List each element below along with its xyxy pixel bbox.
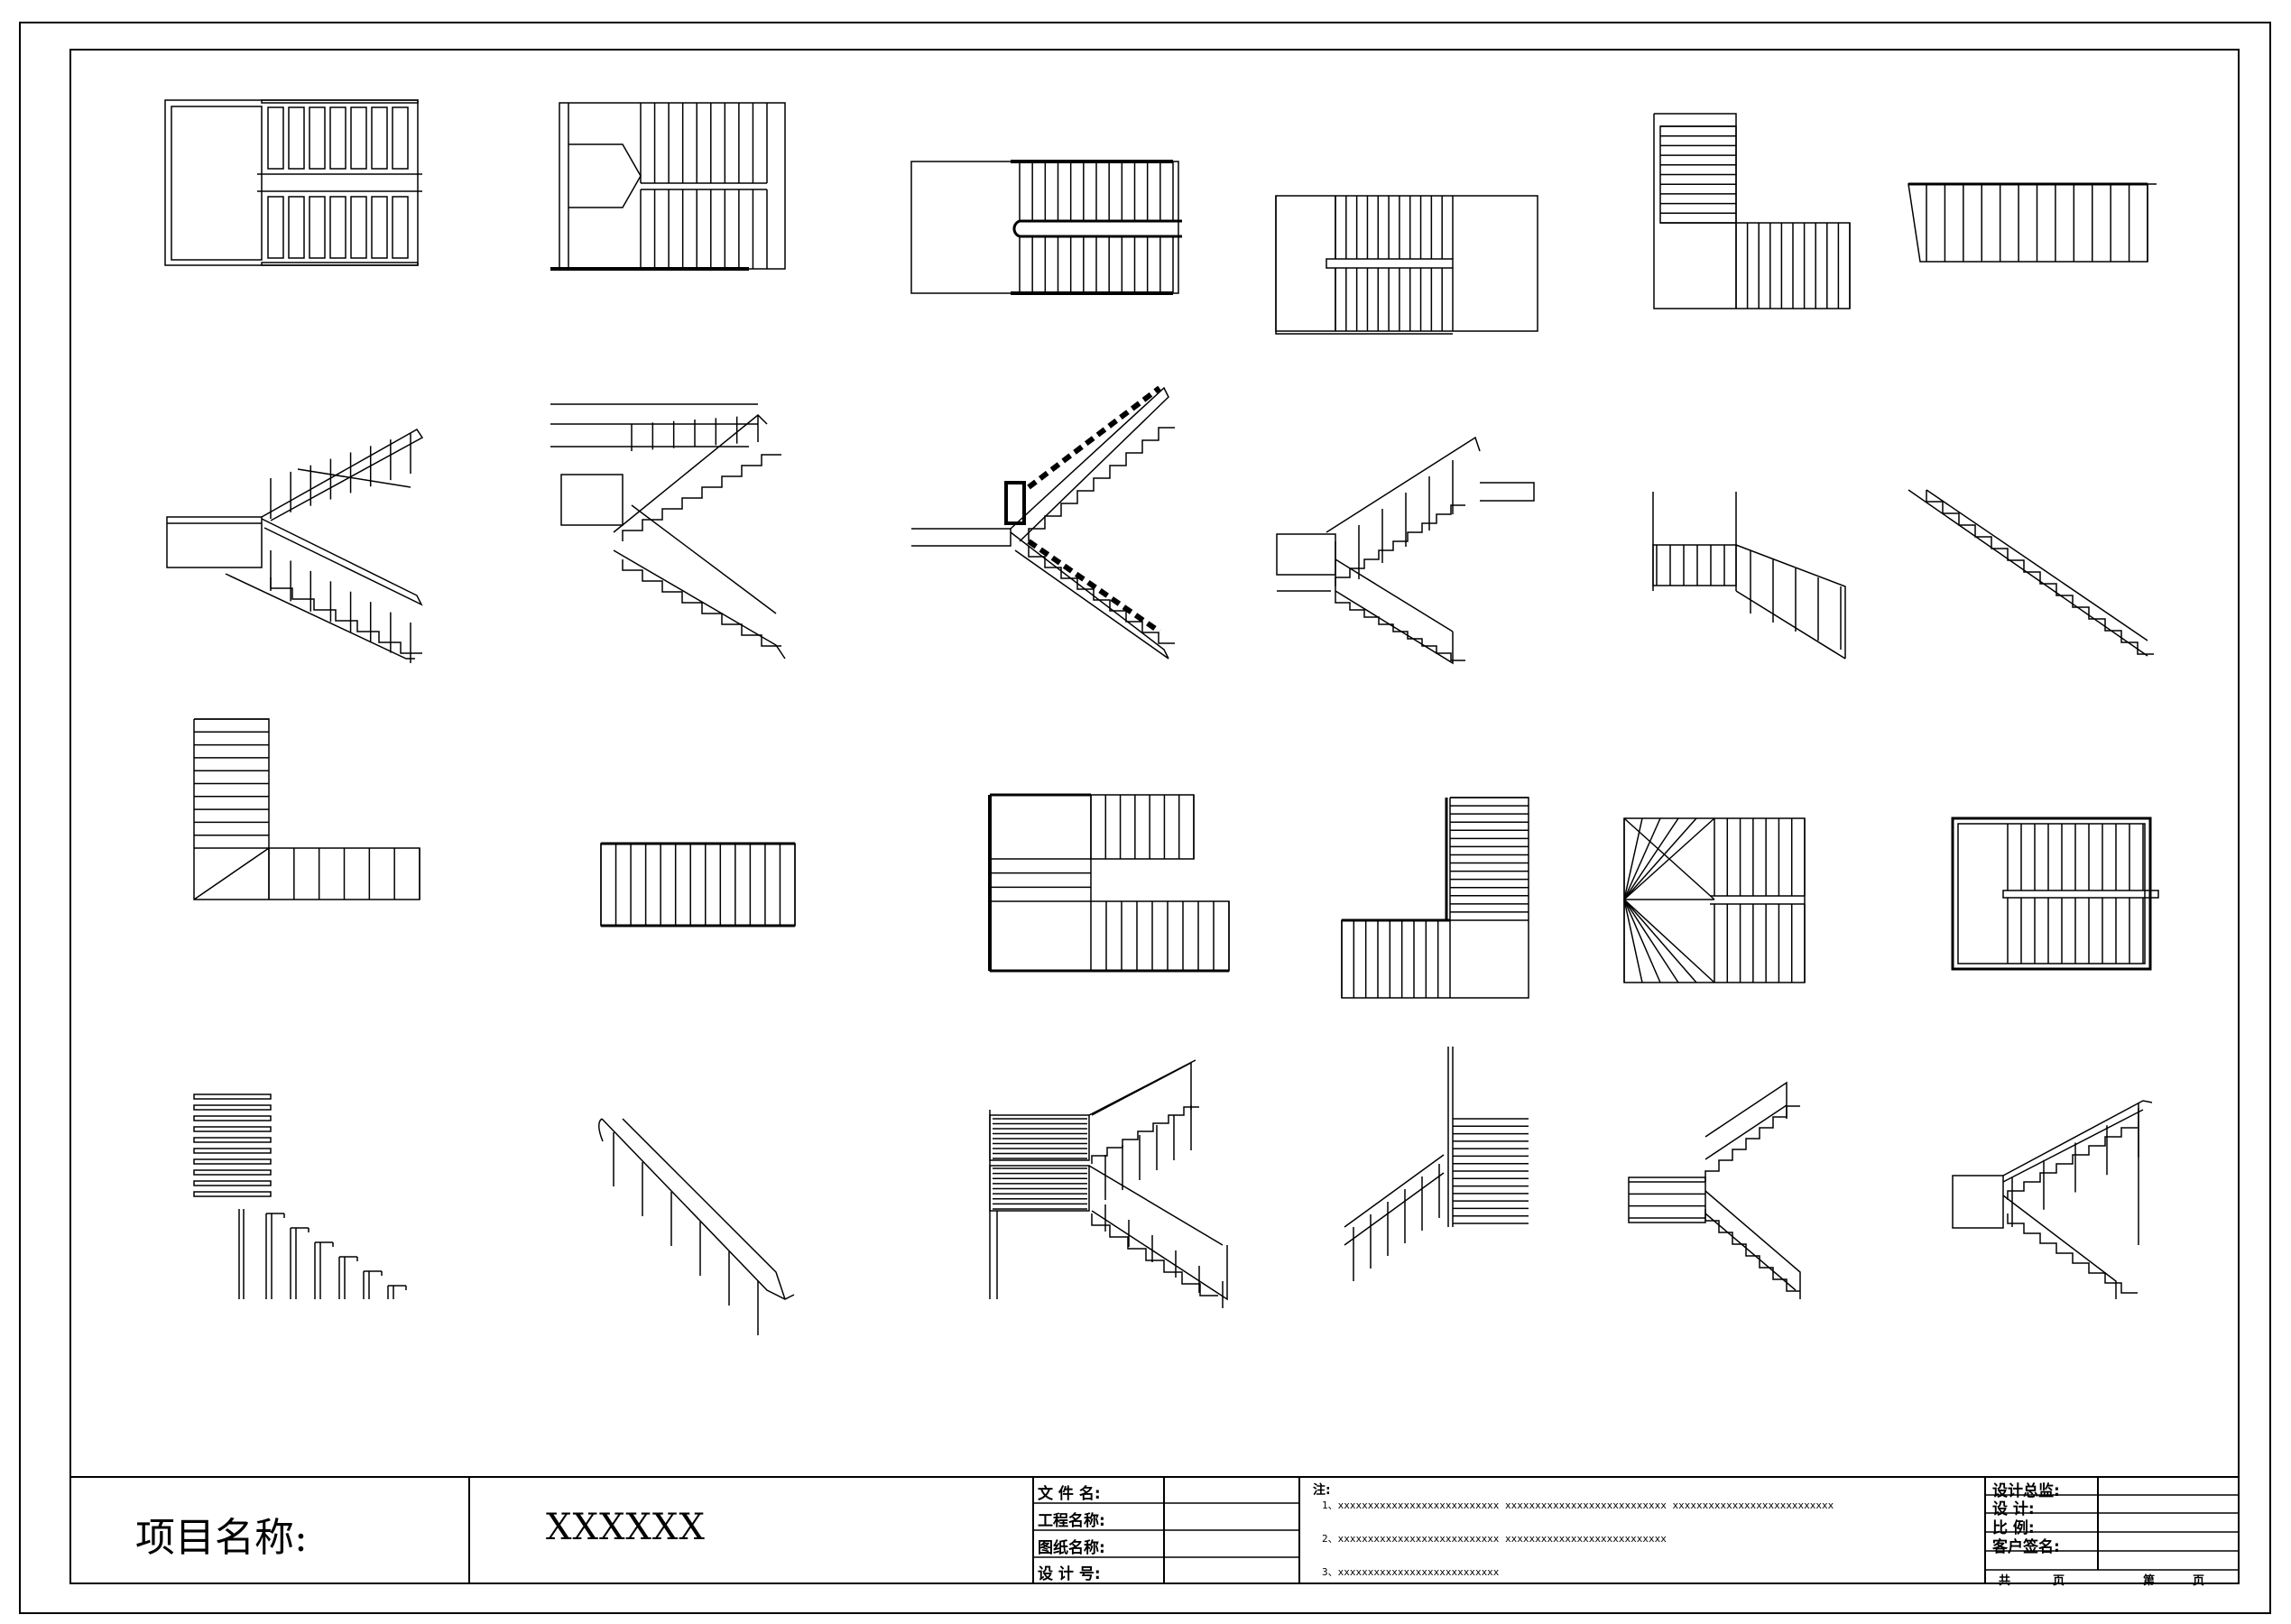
stair-elev-1: [166, 429, 424, 660]
stair-elev-3: [911, 385, 1169, 660]
project-name-label: 项目名称:: [135, 1515, 308, 1561]
project-name-value: XXXXXX: [546, 1507, 706, 1548]
page-no-label: 第: [2143, 1574, 2156, 1588]
stair-elev-6: [1908, 489, 2148, 657]
page-no-page-label: 页: [2193, 1574, 2205, 1588]
stair-plan-12: [1951, 817, 2159, 971]
stair-elev-9: [989, 1059, 1228, 1301]
note-3: 3、xxxxxxxxxxxxxxxxxxxxxxxxxxx: [1322, 1566, 1500, 1578]
field-designer: 设 计:: [1992, 1500, 2035, 1518]
stair-elev-11: [1628, 1081, 1801, 1299]
field-project-name: 工程名称:: [1038, 1512, 1105, 1530]
notes-title: 注:: [1313, 1483, 1331, 1498]
stair-plan-8: [600, 842, 796, 927]
stair-plan-1: [164, 99, 422, 266]
stair-elev-2: [550, 403, 786, 660]
total-page-label: 页: [2053, 1574, 2065, 1588]
stair-elev-4: [1276, 436, 1535, 665]
stair-plan-5: [1653, 113, 1851, 309]
title-block-lines: [70, 1476, 2239, 1583]
field-drawing-name: 图纸名称:: [1038, 1539, 1105, 1557]
stair-plan-4: [1275, 195, 1538, 335]
field-scale: 比 例:: [1992, 1519, 2035, 1537]
stair-plan-2: [550, 102, 786, 271]
stair-elev-12: [1952, 1100, 2153, 1299]
stair-elev-10: [1344, 1047, 1454, 1246]
stair-elev-7: [238, 1209, 245, 1299]
stair-plan-3: [910, 160, 1182, 295]
inner-frame: [69, 49, 2240, 1584]
field-design-director: 设计总监:: [1992, 1482, 2060, 1500]
stair-plan-10: [1341, 797, 1529, 999]
outer-frame: [19, 22, 2271, 1614]
stair-plan-6: [1908, 182, 2157, 263]
note-1: 1、xxxxxxxxxxxxxxxxxxxxxxxxxxx xxxxxxxxxx…: [1322, 1499, 1834, 1511]
field-file-name: 文 件 名:: [1038, 1485, 1101, 1503]
note-2: 2、xxxxxxxxxxxxxxxxxxxxxxxxxxx xxxxxxxxxx…: [1322, 1533, 1667, 1545]
field-design-no: 设 计 号:: [1038, 1565, 1101, 1583]
stair-elev-8: [598, 1118, 795, 1300]
stair-elev-5: [1652, 492, 1846, 660]
total-label: 共: [1999, 1574, 2011, 1588]
field-client-signature: 客户签名:: [1992, 1538, 2060, 1556]
